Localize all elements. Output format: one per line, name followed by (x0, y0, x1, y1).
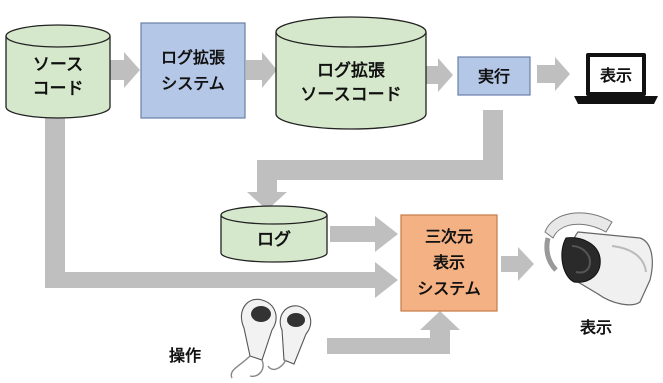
operation-label: 操作 (169, 346, 201, 365)
log-label: ログ (257, 229, 291, 250)
vr-controllers-icon (230, 298, 312, 379)
log-cylinder: ログ (220, 205, 328, 263)
headset-display-label: 表示 (579, 318, 612, 337)
laptop-icon: 表示 (574, 53, 658, 104)
arrow-log-to-viz (330, 216, 398, 252)
arrow-viz-to-headset (501, 247, 534, 281)
execute-label: 実行 (478, 67, 510, 86)
source-code-cylinder: ソース コード (5, 24, 111, 119)
arrow-source-to-logext (109, 52, 140, 88)
extended-source-cylinder: ログ拡張 ソースコード (275, 16, 427, 130)
monitor-display-label: 表示 (599, 66, 632, 85)
viz-label-line2: 表示 (432, 253, 465, 272)
arrow-execute-to-log (247, 110, 503, 210)
visualization-system-box: 三次元 表示 システム (400, 214, 498, 312)
arrow-logext-to-extended (246, 52, 277, 88)
viz-label-line1: 三次元 (425, 227, 473, 246)
arrow-extended-to-execute (425, 58, 453, 92)
log-extension-system-box: ログ拡張 システム (140, 22, 246, 119)
arrow-source-to-viz (45, 118, 398, 298)
extended-source-label-line2: ソースコード (300, 85, 401, 105)
arrow-controllers-to-viz (327, 311, 460, 354)
viz-label-line3: システム (417, 279, 481, 298)
source-code-label-line2: コード (33, 79, 84, 99)
flow-arrows (45, 52, 570, 354)
arrow-execute-to-monitor (537, 57, 570, 91)
source-code-label-line1: ソース (33, 55, 83, 75)
log-extension-label-line1: ログ拡張 (161, 48, 226, 67)
extended-source-label-line1: ログ拡張 (317, 60, 386, 81)
execute-box: 実行 (457, 56, 531, 96)
vr-headset-icon (544, 212, 653, 306)
log-extension-label-line2: システム (161, 74, 225, 93)
